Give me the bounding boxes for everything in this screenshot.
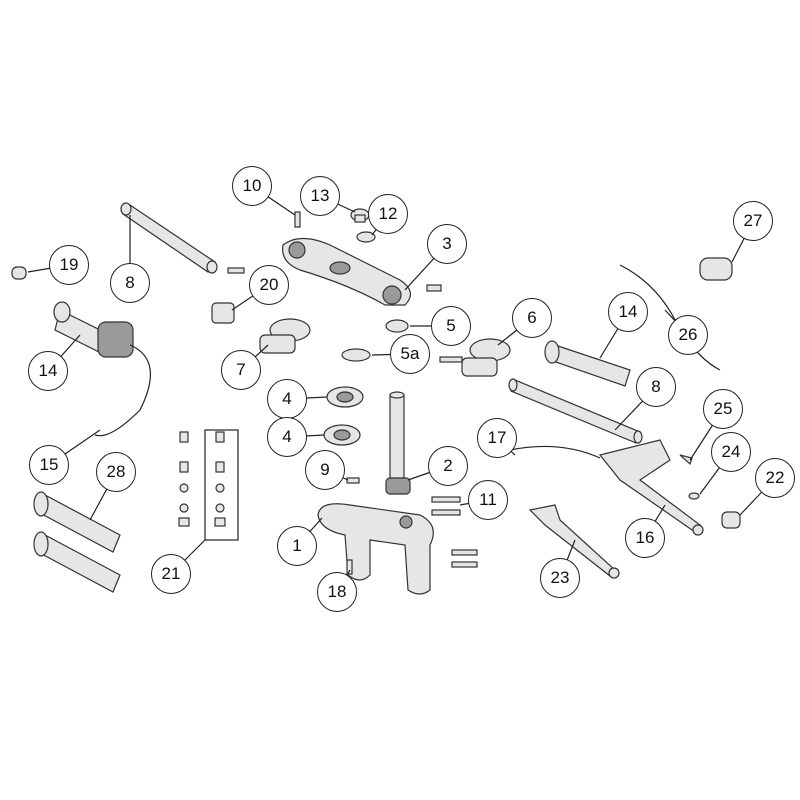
callout-8: 8: [636, 367, 676, 407]
end-cap-22-part: [721, 511, 741, 529]
callout-19: 19: [49, 245, 89, 285]
callout-23: 23: [540, 558, 580, 598]
throttle-cable-part: [94, 344, 151, 437]
bolt-8-part: [227, 267, 245, 274]
washer-12-part: [356, 231, 376, 243]
bearing-lower-part: [323, 424, 361, 446]
bolt-10-part: [294, 211, 301, 228]
callout-13: 13: [300, 176, 340, 216]
cable-17-part: [509, 445, 601, 459]
callout-15: 15: [29, 445, 69, 485]
grip-28-upper-part: [33, 491, 121, 553]
callout-26: 26: [668, 315, 708, 355]
callout-7: 7: [221, 350, 261, 390]
callout-4: 4: [267, 417, 307, 457]
callout-5: 5: [431, 306, 471, 346]
callout-14: 14: [608, 292, 648, 332]
switch-27-part: [699, 257, 733, 281]
steering-stem-part: [385, 391, 411, 495]
nut-5-part: [385, 319, 409, 333]
callout-10: 10: [232, 166, 272, 206]
callout-2: 2: [428, 446, 468, 486]
callout-20: 20: [249, 265, 289, 305]
callout-24: 24: [711, 432, 751, 472]
clutch-lever-23-part: [528, 504, 620, 579]
hardware-kit-21-part: [178, 429, 239, 541]
handlebar-right-part: [508, 378, 643, 444]
callout-3: 3: [427, 224, 467, 264]
callout-21: 21: [151, 554, 191, 594]
bolts-11-part: [431, 496, 478, 568]
handlebar-left-part: [120, 202, 218, 274]
callout-1: 1: [277, 526, 317, 566]
callout-11: 11: [468, 480, 508, 520]
callout-18: 18: [317, 572, 357, 612]
callout-9: 9: [305, 450, 345, 490]
clamp-20-part: [211, 302, 235, 324]
callout-8: 8: [110, 263, 150, 303]
callout-25: 25: [703, 389, 743, 429]
bottom-triple-clamp-part: [317, 503, 434, 595]
washer-5a-part: [341, 348, 371, 362]
clamp-6-part: [439, 338, 511, 377]
throttle-grip-part: [53, 301, 134, 358]
clamp-7-part: [259, 318, 311, 354]
grip-28-lower-part: [33, 531, 121, 593]
end-cap-19-part: [11, 266, 27, 280]
callout-12: 12: [368, 194, 408, 234]
callout-5a: 5a: [390, 334, 430, 374]
callout-22: 22: [755, 458, 795, 498]
bolt-18-part: [346, 559, 353, 575]
bolt-9-part: [346, 477, 360, 484]
callout-6: 6: [512, 298, 552, 338]
grip-14-right-part: [544, 340, 631, 387]
bearing-upper-part: [326, 386, 364, 408]
bolt-3-part: [426, 284, 442, 292]
callout-14: 14: [28, 351, 68, 391]
brake-lever-16-part: [598, 439, 704, 536]
washer-24-part: [688, 492, 700, 500]
top-triple-clamp-part: [282, 237, 411, 306]
callout-16: 16: [625, 518, 665, 558]
callout-28: 28: [96, 452, 136, 492]
callout-4: 4: [267, 379, 307, 419]
callout-17: 17: [477, 418, 517, 458]
callout-27: 27: [733, 201, 773, 241]
clip-25-part: [679, 454, 693, 466]
